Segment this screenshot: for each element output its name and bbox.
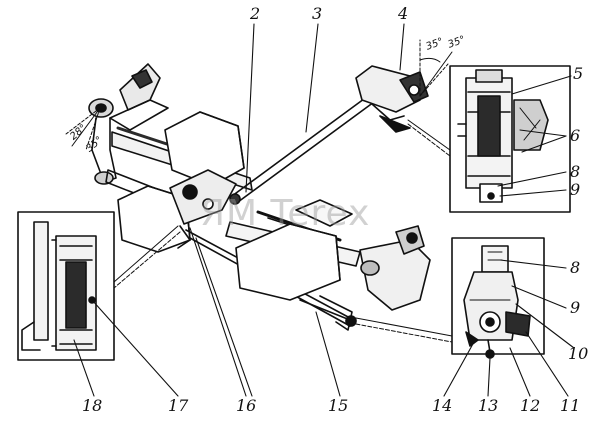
callout-11: 11 <box>560 396 581 415</box>
callout-5: 5 <box>573 64 584 83</box>
watermark-text: ЯМ Terex <box>200 193 371 234</box>
right-angle-guides <box>419 39 453 97</box>
callout-6: 6 <box>570 126 581 145</box>
callout-leaders <box>73 23 575 397</box>
callout-9-upper: 9 <box>570 180 581 199</box>
callout-13: 13 <box>478 396 499 415</box>
upper-right-arm <box>355 65 429 133</box>
inset-lower-right <box>451 237 545 359</box>
callout-2: 2 <box>250 4 261 23</box>
right-knuckle <box>359 225 431 311</box>
center-steering-gear <box>169 169 237 249</box>
callout-4: 4 <box>398 4 409 23</box>
callout-9-lower: 9 <box>570 298 581 317</box>
callout-17: 17 <box>168 396 189 415</box>
callout-16: 16 <box>236 396 257 415</box>
left-angle-guides <box>65 107 101 151</box>
inset-upper-right <box>449 65 571 213</box>
callout-12: 12 <box>520 396 541 415</box>
callout-10: 10 <box>568 344 589 363</box>
callout-3: 3 <box>312 4 323 23</box>
lower-ball-joint <box>319 295 357 331</box>
drag-link-3 <box>229 95 375 205</box>
inset-left <box>17 211 115 361</box>
callout-8-upper: 8 <box>570 162 581 181</box>
callout-8-lower: 8 <box>570 258 581 277</box>
left-spring-bracket <box>109 63 169 131</box>
callout-18: 18 <box>82 396 103 415</box>
left-wheel-block <box>117 111 245 253</box>
callout-14: 14 <box>432 396 453 415</box>
right-wheel-block <box>235 199 353 301</box>
callout-15: 15 <box>328 396 349 415</box>
